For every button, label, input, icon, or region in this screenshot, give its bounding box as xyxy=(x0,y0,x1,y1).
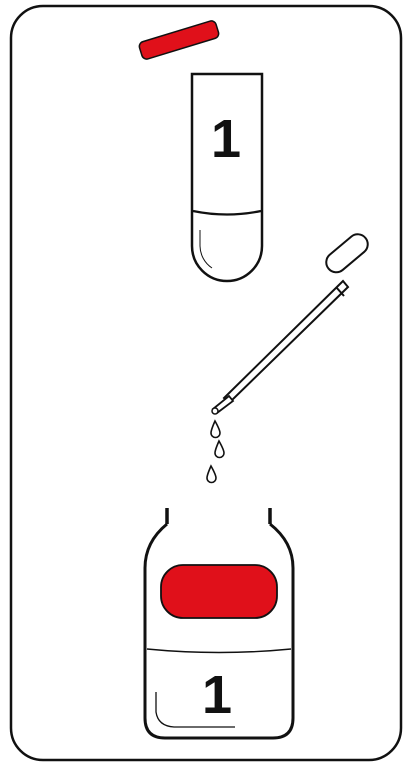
bottle: 1 xyxy=(145,508,293,738)
bottle-label-band xyxy=(161,565,277,618)
tube-label: 1 xyxy=(211,109,241,169)
test-tube: 1 xyxy=(192,74,262,281)
bottle-label: 1 xyxy=(202,665,232,725)
